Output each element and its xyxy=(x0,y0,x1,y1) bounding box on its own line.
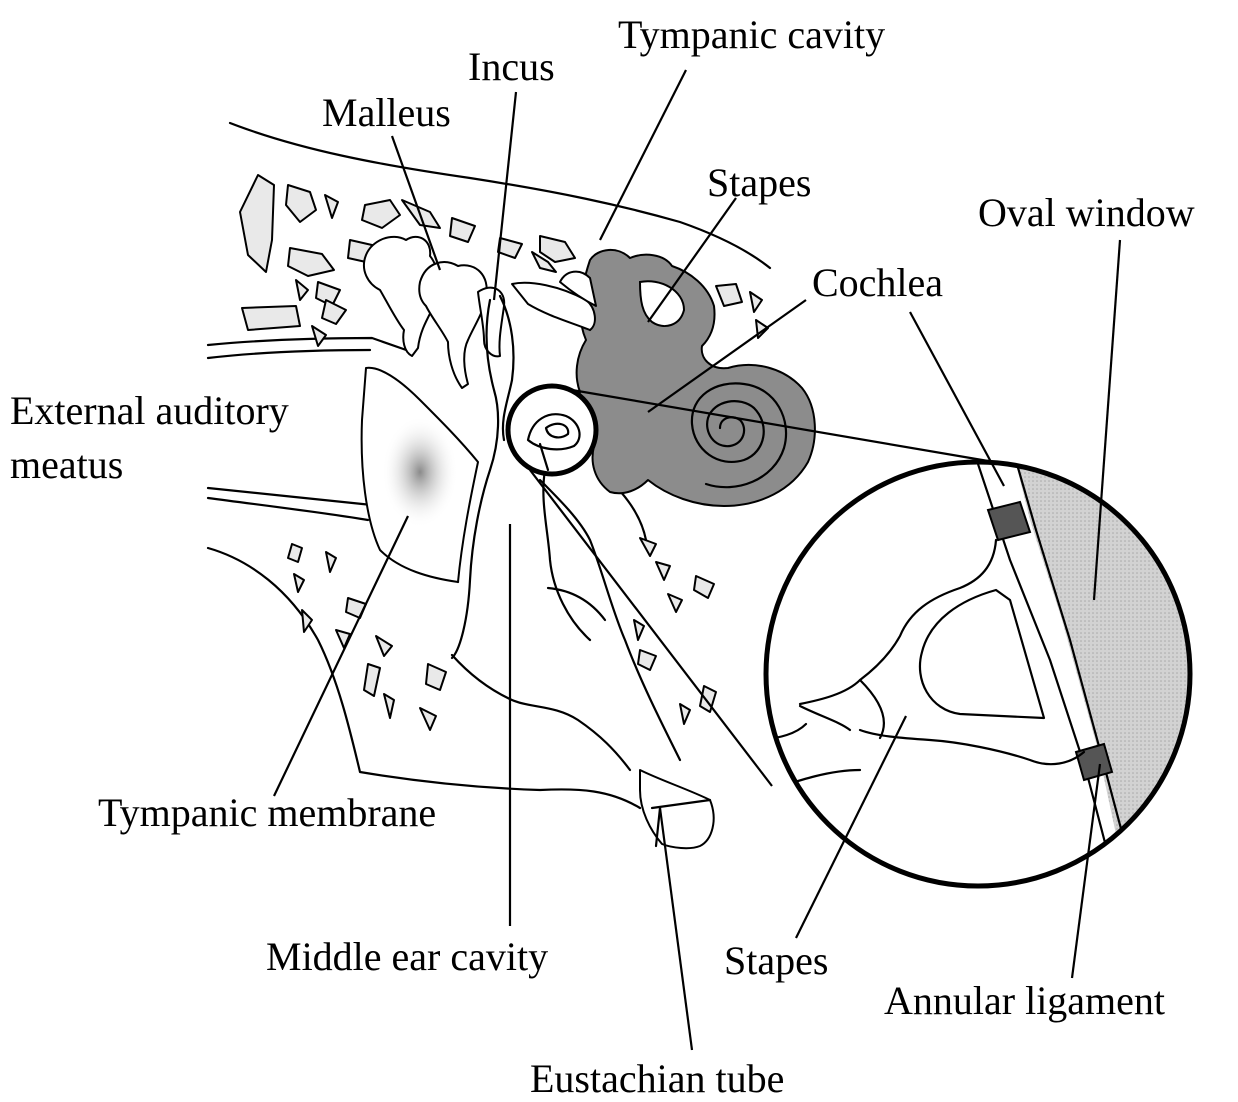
label-eustachian-tube: Eustachian tube xyxy=(530,1056,784,1101)
tympanic-membrane-shape xyxy=(362,368,478,582)
label-cochlea: Cochlea xyxy=(812,260,943,305)
eustachian-tube-shape xyxy=(640,770,714,848)
zoom-source-circle xyxy=(508,386,596,474)
magnified-view xyxy=(760,440,1200,900)
label-oval-window: Oval window xyxy=(978,190,1195,235)
label-external-auditory-meatus-line1: External auditory xyxy=(10,388,289,433)
label-incus: Incus xyxy=(468,44,555,89)
incus-shape xyxy=(419,262,504,388)
label-stapes-top: Stapes xyxy=(707,160,811,205)
label-stapes-bottom: Stapes xyxy=(724,938,828,983)
label-middle-ear-cavity: Middle ear cavity xyxy=(266,934,548,979)
label-tympanic-membrane: Tympanic membrane xyxy=(98,790,436,835)
label-malleus: Malleus xyxy=(322,90,451,135)
label-annular-ligament: Annular ligament xyxy=(884,978,1165,1023)
label-tympanic-cavity: Tympanic cavity xyxy=(618,12,885,57)
label-external-auditory-meatus-line2: meatus xyxy=(10,442,123,487)
